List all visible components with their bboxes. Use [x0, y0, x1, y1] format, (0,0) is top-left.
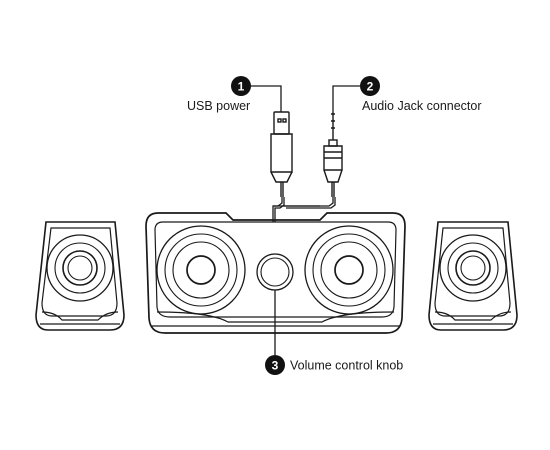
- audio-jack-icon: [323, 112, 343, 197]
- left-speaker: [35, 221, 125, 331]
- callout-2-number: 2: [367, 80, 374, 94]
- callout-volume-knob: 3 Volume control knob: [265, 290, 403, 375]
- usb-plug-icon: [270, 111, 293, 197]
- callout-usb-power: 1 USB power: [187, 76, 282, 113]
- callout-1-leader: [250, 85, 282, 112]
- callout-3-number: 3: [272, 359, 279, 373]
- volume-knob: [256, 253, 294, 291]
- callout-3-label: Volume control knob: [290, 359, 403, 373]
- callout-1-label: USB power: [187, 99, 250, 113]
- callout-1-badge: [231, 76, 251, 96]
- callout-2-badge: [360, 76, 380, 96]
- callout-3-badge: [265, 355, 285, 375]
- main-left-driver: [156, 225, 246, 315]
- callout-2-leader: [332, 85, 361, 112]
- right-speaker: [428, 221, 518, 331]
- speaker-cables: [272, 197, 336, 222]
- right-speaker-driver-outer: [439, 234, 507, 302]
- main-right-driver: [304, 225, 394, 315]
- left-speaker-driver-outer: [46, 234, 114, 302]
- callout-2-label: Audio Jack connector: [362, 99, 482, 113]
- callout-1-number: 1: [238, 80, 245, 94]
- callout-audio-jack: 2 Audio Jack connector: [332, 76, 482, 113]
